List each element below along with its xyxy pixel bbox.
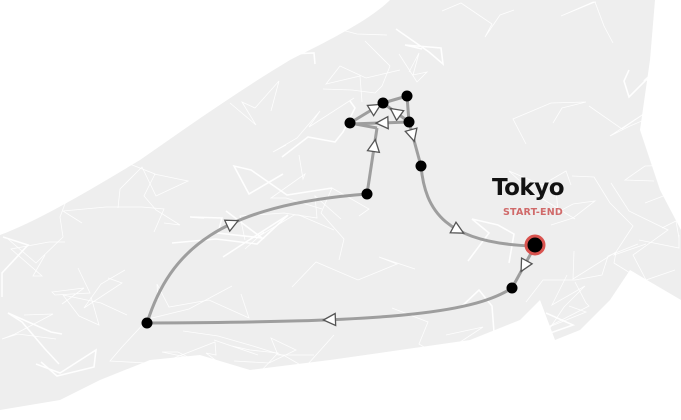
road [460, 288, 567, 347]
road [634, 348, 680, 388]
route-segment [419, 165, 536, 248]
road [329, 362, 424, 392]
road [638, 220, 680, 249]
road [229, 80, 280, 126]
road [547, 274, 586, 332]
road [156, 283, 250, 319]
road [298, 334, 343, 413]
road [572, 250, 676, 282]
direction-arrow-icon [374, 115, 389, 130]
stop-marker[interactable] [361, 188, 373, 200]
road [173, 341, 223, 391]
stop-marker[interactable] [141, 317, 153, 329]
road [213, 339, 279, 373]
city-label-tokyo: Tokyo [492, 175, 565, 201]
road [117, 166, 190, 209]
road [233, 337, 314, 364]
road [61, 206, 165, 233]
road [171, 214, 289, 258]
road [515, 312, 576, 413]
road [7, 312, 63, 365]
road [322, 40, 391, 94]
road [320, 187, 370, 261]
road [83, 269, 126, 309]
direction-arrow-icon [321, 312, 337, 327]
road [1, 236, 30, 297]
stop-marker[interactable] [403, 116, 415, 128]
road [111, 156, 181, 226]
road [46, 59, 106, 93]
stop-marker[interactable] [377, 97, 389, 109]
road [232, 164, 333, 196]
tokyo-start-end-marker[interactable] [524, 234, 546, 256]
road [0, 7, 65, 80]
road [648, 362, 680, 391]
road [292, 1, 388, 36]
road [281, 100, 356, 158]
road [543, 281, 590, 330]
road [63, 1, 123, 33]
road [560, 1, 614, 44]
road [355, 367, 439, 406]
road [44, 40, 172, 100]
road [291, 256, 416, 288]
road [288, 22, 316, 65]
road [51, 267, 91, 305]
road [62, 294, 128, 326]
road [1, 313, 57, 340]
road [4, 85, 46, 164]
direction-arrow-icon [449, 220, 465, 234]
road [525, 243, 639, 303]
road [272, 97, 355, 153]
road [155, 30, 213, 73]
road [467, 218, 515, 264]
road [571, 175, 647, 256]
road [588, 105, 671, 137]
route-segment [145, 192, 368, 324]
road [550, 188, 597, 226]
road [398, 52, 429, 83]
road [7, 192, 70, 264]
direction-arrow-icon [366, 103, 383, 117]
road [508, 170, 576, 220]
direction-arrow-icon [366, 138, 381, 154]
road [1, 199, 53, 226]
road [395, 28, 445, 66]
stop-marker[interactable] [506, 282, 518, 294]
road [189, 210, 265, 240]
road [10, 69, 88, 136]
direction-arrow-icon [223, 219, 240, 233]
road [324, 65, 401, 103]
road [512, 101, 587, 145]
road [35, 348, 97, 377]
road [109, 285, 233, 364]
stops [141, 90, 546, 329]
road [441, 2, 515, 38]
stop-marker[interactable] [415, 160, 427, 172]
road [623, 164, 680, 204]
direction-arrow-icon [404, 127, 418, 143]
roads [0, 1, 680, 413]
road [161, 351, 223, 386]
stop-marker[interactable] [344, 117, 356, 129]
direction-arrow-icon [389, 107, 405, 122]
road [10, 241, 65, 277]
start-end-label: START-END [503, 207, 563, 218]
stop-marker[interactable] [401, 90, 413, 102]
land [0, 0, 681, 410]
road [391, 307, 484, 357]
road [1, 61, 51, 118]
route-segment [146, 286, 513, 325]
road [567, 366, 612, 413]
road [269, 154, 323, 210]
road [182, 330, 361, 388]
road [623, 66, 660, 99]
direction-arrow-icon [520, 256, 534, 273]
